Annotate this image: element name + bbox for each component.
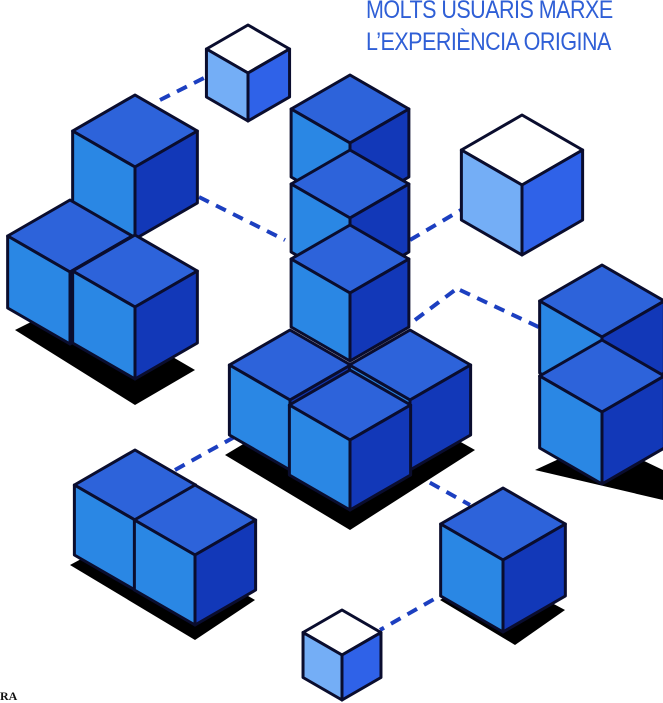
cube-right-stack-bottom: [538, 338, 663, 486]
cube-left-front: [71, 233, 199, 381]
headline-line-2: L’EXPERIÈNCIA ORIGINA: [366, 28, 611, 56]
cube-small-top-light: [204, 23, 292, 123]
headline-line-1: MOLTS USUARIS MARXE: [366, 0, 613, 24]
connector-tower-to-right: [413, 288, 457, 322]
headline-text: MOLTS USUARIS MARXE L’EXPERIÈNCIA ORIGIN…: [366, 0, 621, 58]
cube-bottom-left-front: [132, 483, 258, 627]
credit-text: RA: [0, 689, 18, 703]
cube-clusters: [6, 23, 663, 702]
cube-bottom-right: [439, 486, 567, 634]
cube-light-right: [459, 113, 585, 257]
connector-bottom-small: [379, 588, 451, 632]
cube-small-bottom-light: [301, 608, 383, 702]
connector-to-right-stack: [459, 288, 546, 332]
cube-platform-front: [287, 368, 413, 512]
cube-left-top: [71, 93, 199, 241]
cube-tower-base: [289, 223, 411, 363]
connector-bottom-right: [379, 453, 471, 507]
